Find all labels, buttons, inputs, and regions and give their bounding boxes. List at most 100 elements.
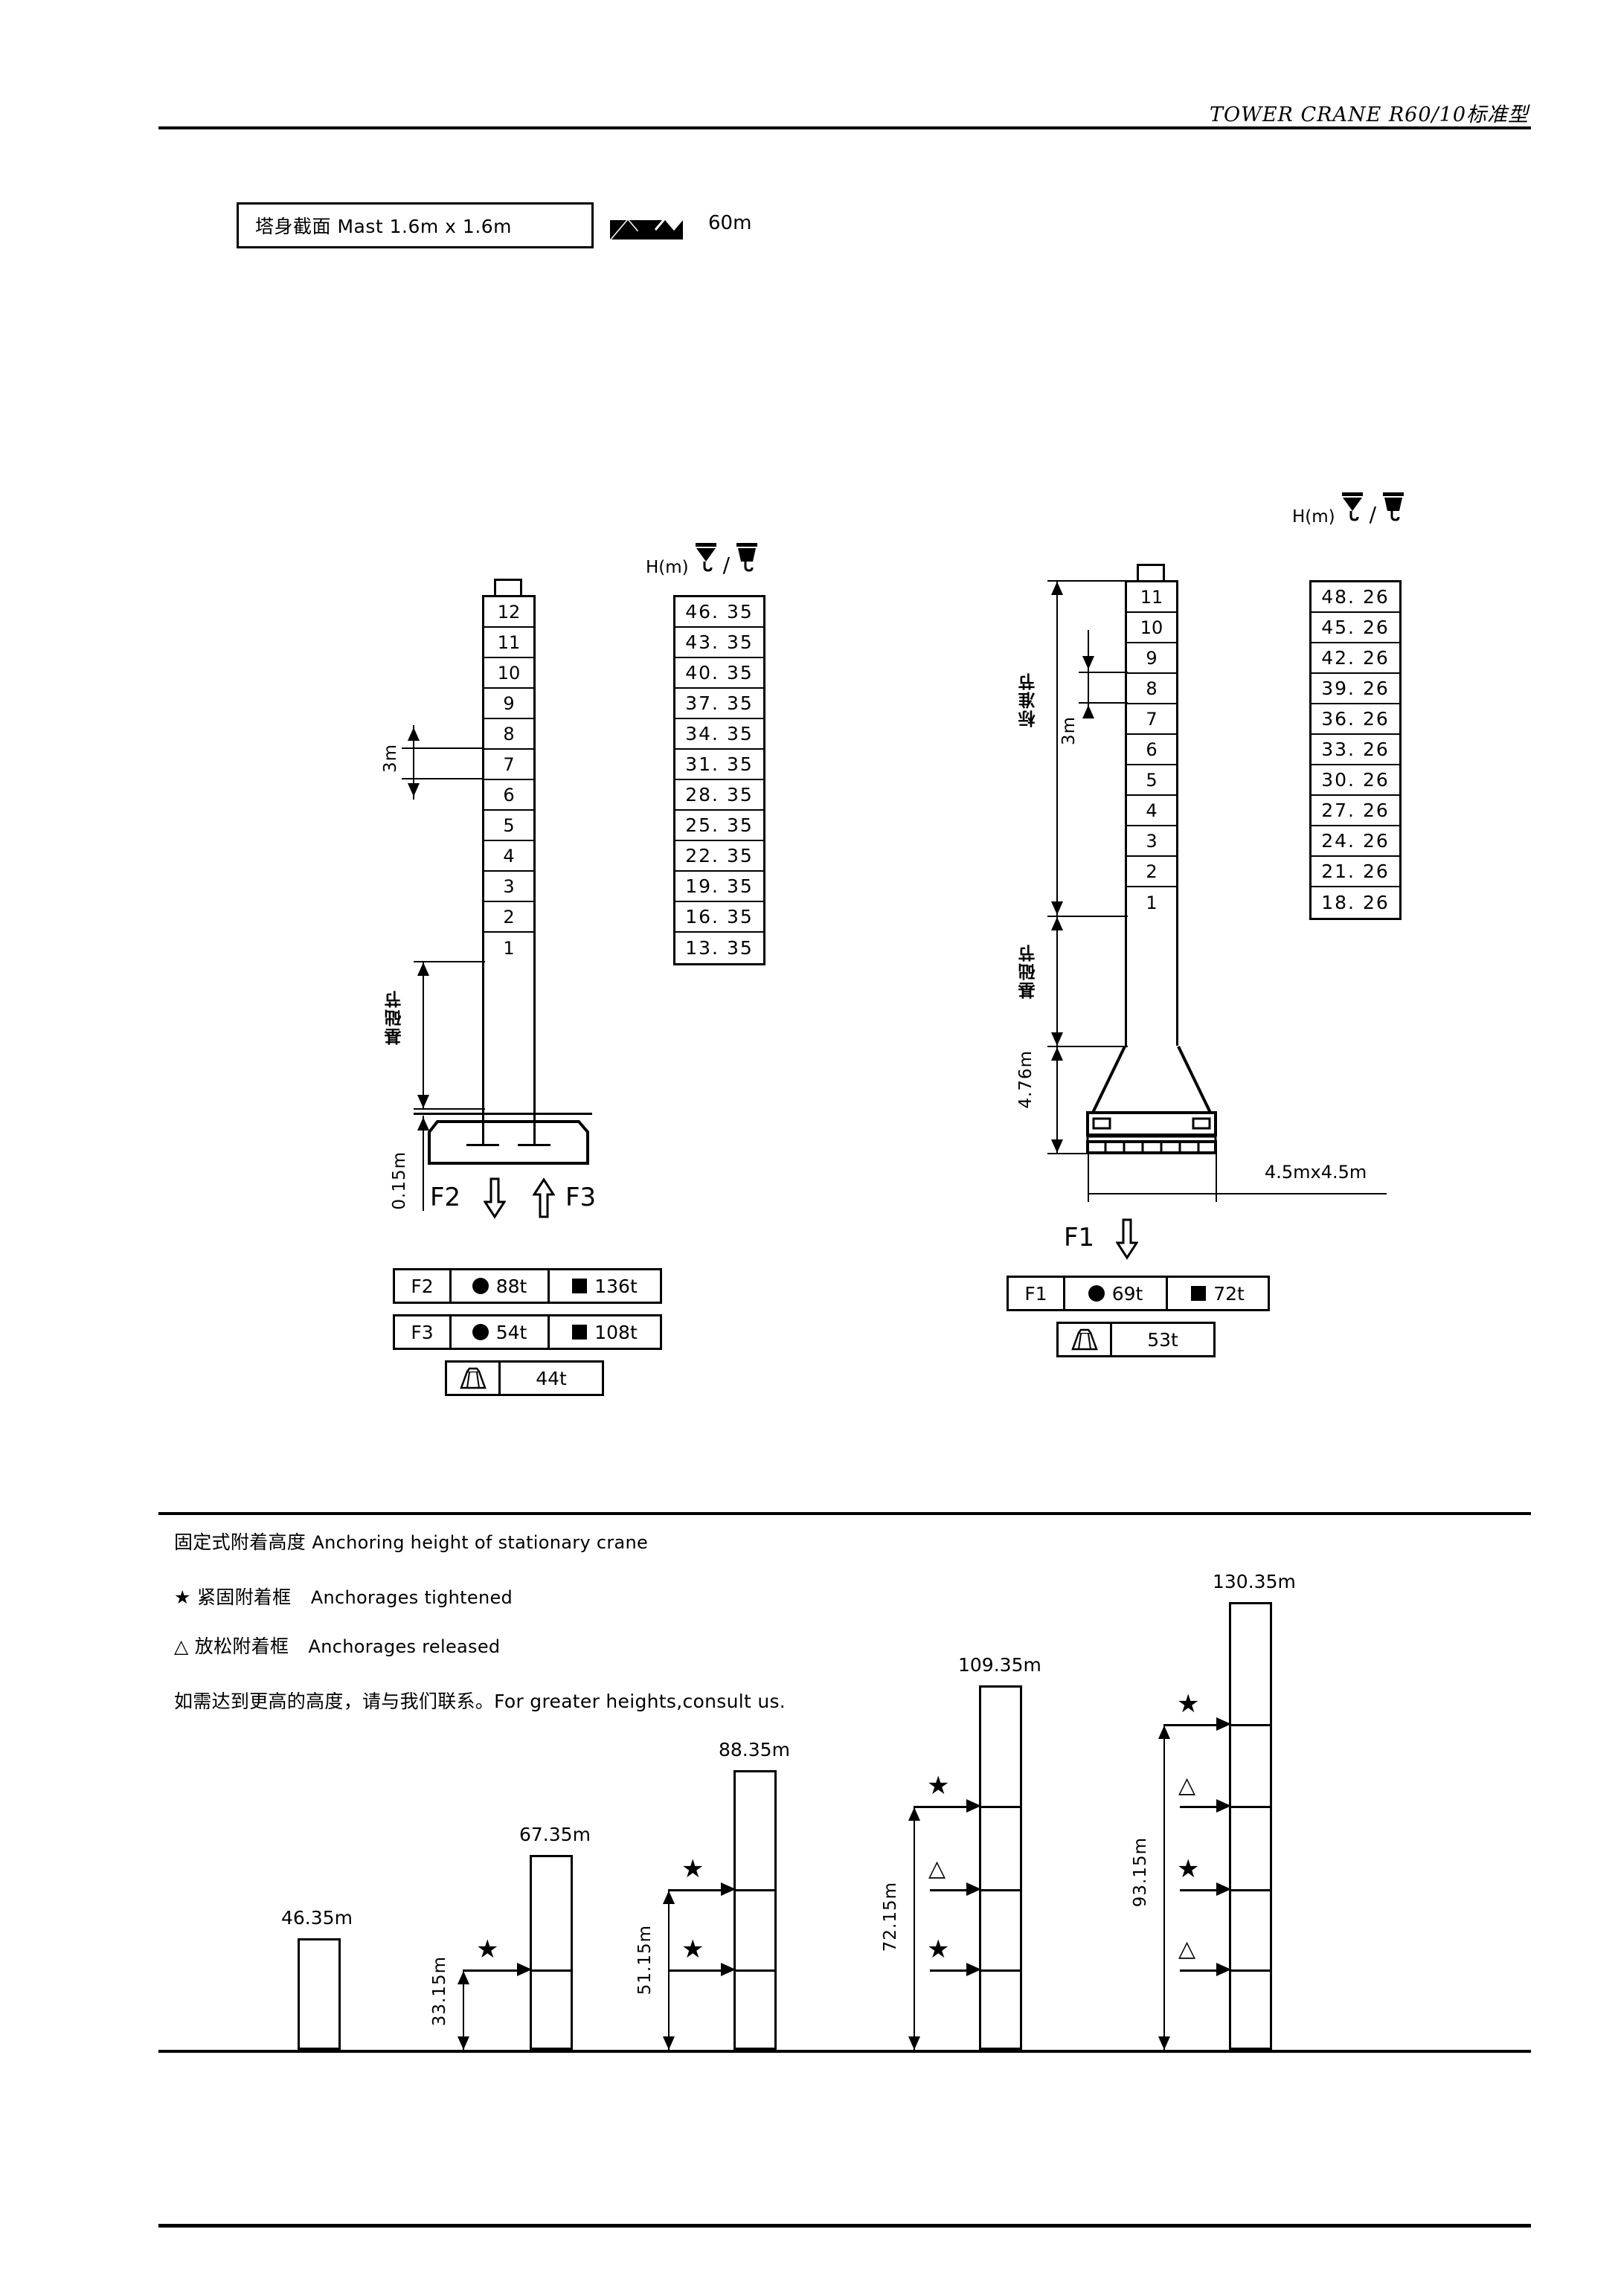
f2-force-table: F2 88t 136t	[393, 1268, 662, 1304]
force-down-arrow-icon	[1115, 1218, 1139, 1263]
table-row: 22. 35	[675, 841, 763, 872]
legend-title-cn: 固定式附着高度	[174, 1531, 306, 1553]
legend-tightened-cn: 紧固附着框	[196, 1586, 292, 1608]
legend-tightened: ★ 紧固附着框 Anchorages tightened	[174, 1583, 513, 1610]
star-icon: ★	[476, 1935, 499, 1964]
square-ballast-icon	[1191, 1286, 1207, 1301]
left-foundation-arrow-bot	[417, 1095, 429, 1108]
left-015-arrow	[417, 1117, 429, 1131]
table-row: 45. 26	[1312, 613, 1399, 643]
right-width-ext-left	[1088, 1153, 1089, 1202]
f1-name: F1	[1009, 1278, 1065, 1309]
anchor-leader	[463, 1969, 521, 1972]
table-row: 48. 26	[1312, 582, 1399, 613]
right-foundation-shaft	[1125, 916, 1178, 1046]
legend-note: 如需达到更高的高度，请与我们联系。For greater heights,con…	[174, 1691, 786, 1712]
hook-block-icon-2fall	[1382, 491, 1404, 527]
anchor-leader	[1180, 1969, 1221, 1972]
bar-anchor-level	[733, 1889, 777, 1891]
left-3m-dim-line	[413, 725, 414, 800]
f1-square-value: 72t	[1213, 1282, 1245, 1305]
left-ballast-value: 44t	[536, 1367, 567, 1389]
mast-section: 2	[1127, 857, 1176, 887]
left-height-table: 46. 35 43. 35 40. 35 37. 35 34. 35 31. 3…	[673, 595, 765, 965]
triangle-icon: △	[1178, 1772, 1196, 1798]
f3-round-value: 54t	[495, 1321, 527, 1343]
hook-block-icon-4fall	[695, 541, 717, 577]
f1-round-value: 69t	[1111, 1282, 1143, 1305]
right-std-arrow-bot	[1051, 901, 1063, 915]
round-ballast-icon	[1088, 1285, 1105, 1302]
left-foundation-arrow-top	[417, 962, 429, 976]
right-foundation-arrow-top	[1051, 917, 1063, 930]
right-std-arrow-top	[1051, 582, 1063, 595]
legend-released-en: Anchorages released	[308, 1636, 501, 1657]
ballast-block-icon	[1070, 1328, 1098, 1351]
right-3m-dim-bot	[1079, 702, 1128, 704]
mast-section-caption: 塔身截面 Mast 1.6m x 1.6m	[237, 202, 594, 248]
right-ballast-table: 53t	[1056, 1322, 1216, 1357]
legend-tightened-en: Anchorages tightened	[310, 1587, 513, 1608]
right-3m-arrow-bot	[1082, 705, 1094, 718]
table-row: 25. 35	[675, 811, 763, 841]
table-row: 28. 35	[675, 780, 763, 811]
left-foundation-dim-line	[423, 961, 424, 1108]
bar-top-label: 67.35m	[519, 1824, 591, 1845]
right-3m-label: 3m	[1059, 716, 1079, 746]
table-row: 40. 35	[675, 658, 763, 689]
right-foundation-label: 基础节	[1019, 943, 1038, 999]
bar2-dim-arrow-top	[458, 1971, 469, 1984]
star-icon: ★	[1177, 1854, 1200, 1884]
right-ballast-value: 53t	[1147, 1328, 1178, 1351]
f2-square-value: 136t	[594, 1275, 638, 1297]
f3-square-cell: 108t	[550, 1316, 660, 1348]
left-mast-stack: 12 11 10 9 8 7 6 5 4 3 2 1	[482, 595, 536, 965]
ballast-block-icon-cell	[1059, 1324, 1112, 1355]
table-row: 46. 35	[675, 597, 763, 628]
bar-top-label: 109.35m	[958, 1654, 1041, 1676]
anchor-arrowhead	[517, 1963, 532, 1976]
mast-section: 10	[484, 658, 533, 689]
left-015-label: 0.15m	[390, 1151, 409, 1210]
bar-anchor-level	[979, 1889, 1022, 1891]
right-476-dim-line	[1056, 1046, 1058, 1153]
mast-section: 3	[1127, 826, 1176, 857]
f2-name: F2	[395, 1270, 452, 1302]
left-table-header: H(m) /	[646, 541, 758, 577]
left-anchor-plate-2	[518, 1144, 550, 1146]
table-row: 27. 26	[1312, 796, 1399, 826]
table-row: 43. 35	[675, 628, 763, 658]
right-476-label: 4.76m	[1016, 1050, 1036, 1109]
anchor-leader	[1180, 1889, 1221, 1891]
table-row: 34. 35	[675, 719, 763, 750]
f3-force-table: F3 54t 108t	[393, 1314, 662, 1350]
triangle-icon: △	[928, 1856, 946, 1882]
mast-section-caption-text: 塔身截面 Mast 1.6m x 1.6m	[255, 216, 513, 237]
right-foundation-splay	[1056, 1046, 1250, 1131]
right-foundation-size-label: 4.5mx4.5m	[1265, 1162, 1367, 1183]
f3-round-cell: 54t	[452, 1316, 550, 1348]
star-icon: ★	[174, 1586, 191, 1608]
mast-section: 1	[503, 937, 515, 959]
mast-section: 6	[484, 780, 533, 811]
legend-released-cn: 放松附着框	[194, 1636, 289, 1657]
square-ballast-icon	[572, 1325, 588, 1340]
left-force-up-label: F3	[565, 1183, 597, 1212]
page-title: TOWER CRANE R60/10标准型	[1209, 103, 1529, 126]
bar3-dim-line	[668, 1889, 670, 2050]
force-up-arrow-icon	[532, 1177, 556, 1222]
right-3m-arrow-top	[1082, 656, 1094, 669]
mast-section: 3	[484, 872, 533, 902]
bar-anchor-level	[1229, 1724, 1272, 1726]
star-icon: ★	[1177, 1689, 1200, 1719]
left-grade-line	[414, 1113, 592, 1115]
table-row: 24. 26	[1312, 826, 1399, 857]
right-width-ext-right	[1216, 1153, 1217, 1202]
mast-section: 4	[484, 841, 533, 872]
bar-anchor-level	[1229, 1806, 1272, 1808]
left-anchor-plate-1	[466, 1144, 499, 1146]
right-476-arrow-top	[1051, 1047, 1063, 1061]
bar-top-label: 130.35m	[1213, 1571, 1296, 1592]
triangle-icon: △	[1178, 1936, 1196, 1962]
right-foundation-dim-line	[1056, 916, 1058, 1046]
